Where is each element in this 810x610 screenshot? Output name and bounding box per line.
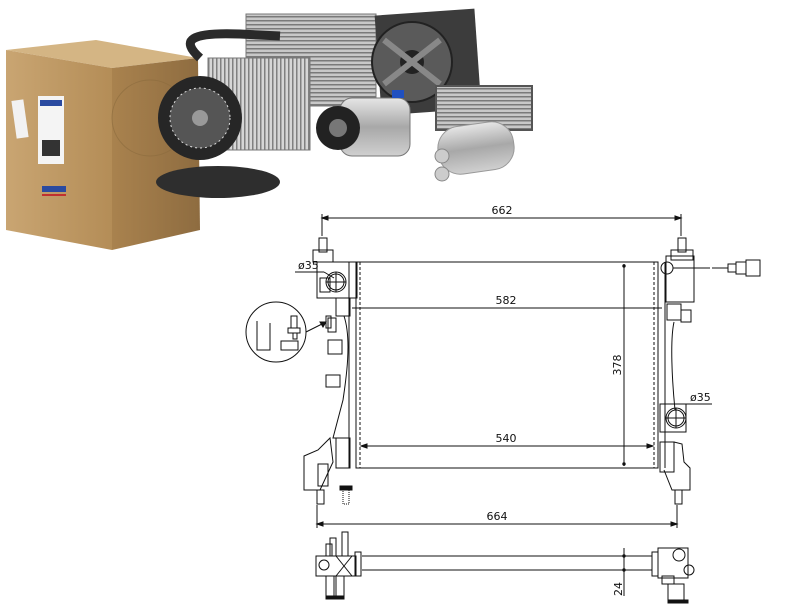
nissens-box [6,40,200,250]
dim-label-540: 540 [496,432,517,445]
temperature-sensor [712,259,761,277]
dim-label-662: 662 [492,204,513,217]
side-view [315,531,695,604]
ac-compressor [316,90,411,157]
pipe-diameter-right: ø35 [690,391,711,404]
dimension-overall-bottom [315,505,679,528]
dimension-core-inner [359,443,655,449]
right-tank [659,237,710,505]
ac-hose [185,29,281,62]
dim-label-24: 24 [612,582,625,596]
receiver-drier [434,121,515,182]
dimension-height [622,264,626,466]
dimension-thickness [622,548,626,596]
pipe-diameter-left: ø35 [298,259,319,272]
dim-label-664: 664 [487,510,508,523]
product-photo-collage [6,8,533,250]
blower-motor [156,76,280,198]
dimension-overall-top [320,214,683,236]
radiator-core [348,261,666,469]
dim-label-378: 378 [611,355,624,376]
left-tank [303,237,358,505]
detail-view-clip [245,301,332,363]
dim-label-582: 582 [496,294,517,307]
